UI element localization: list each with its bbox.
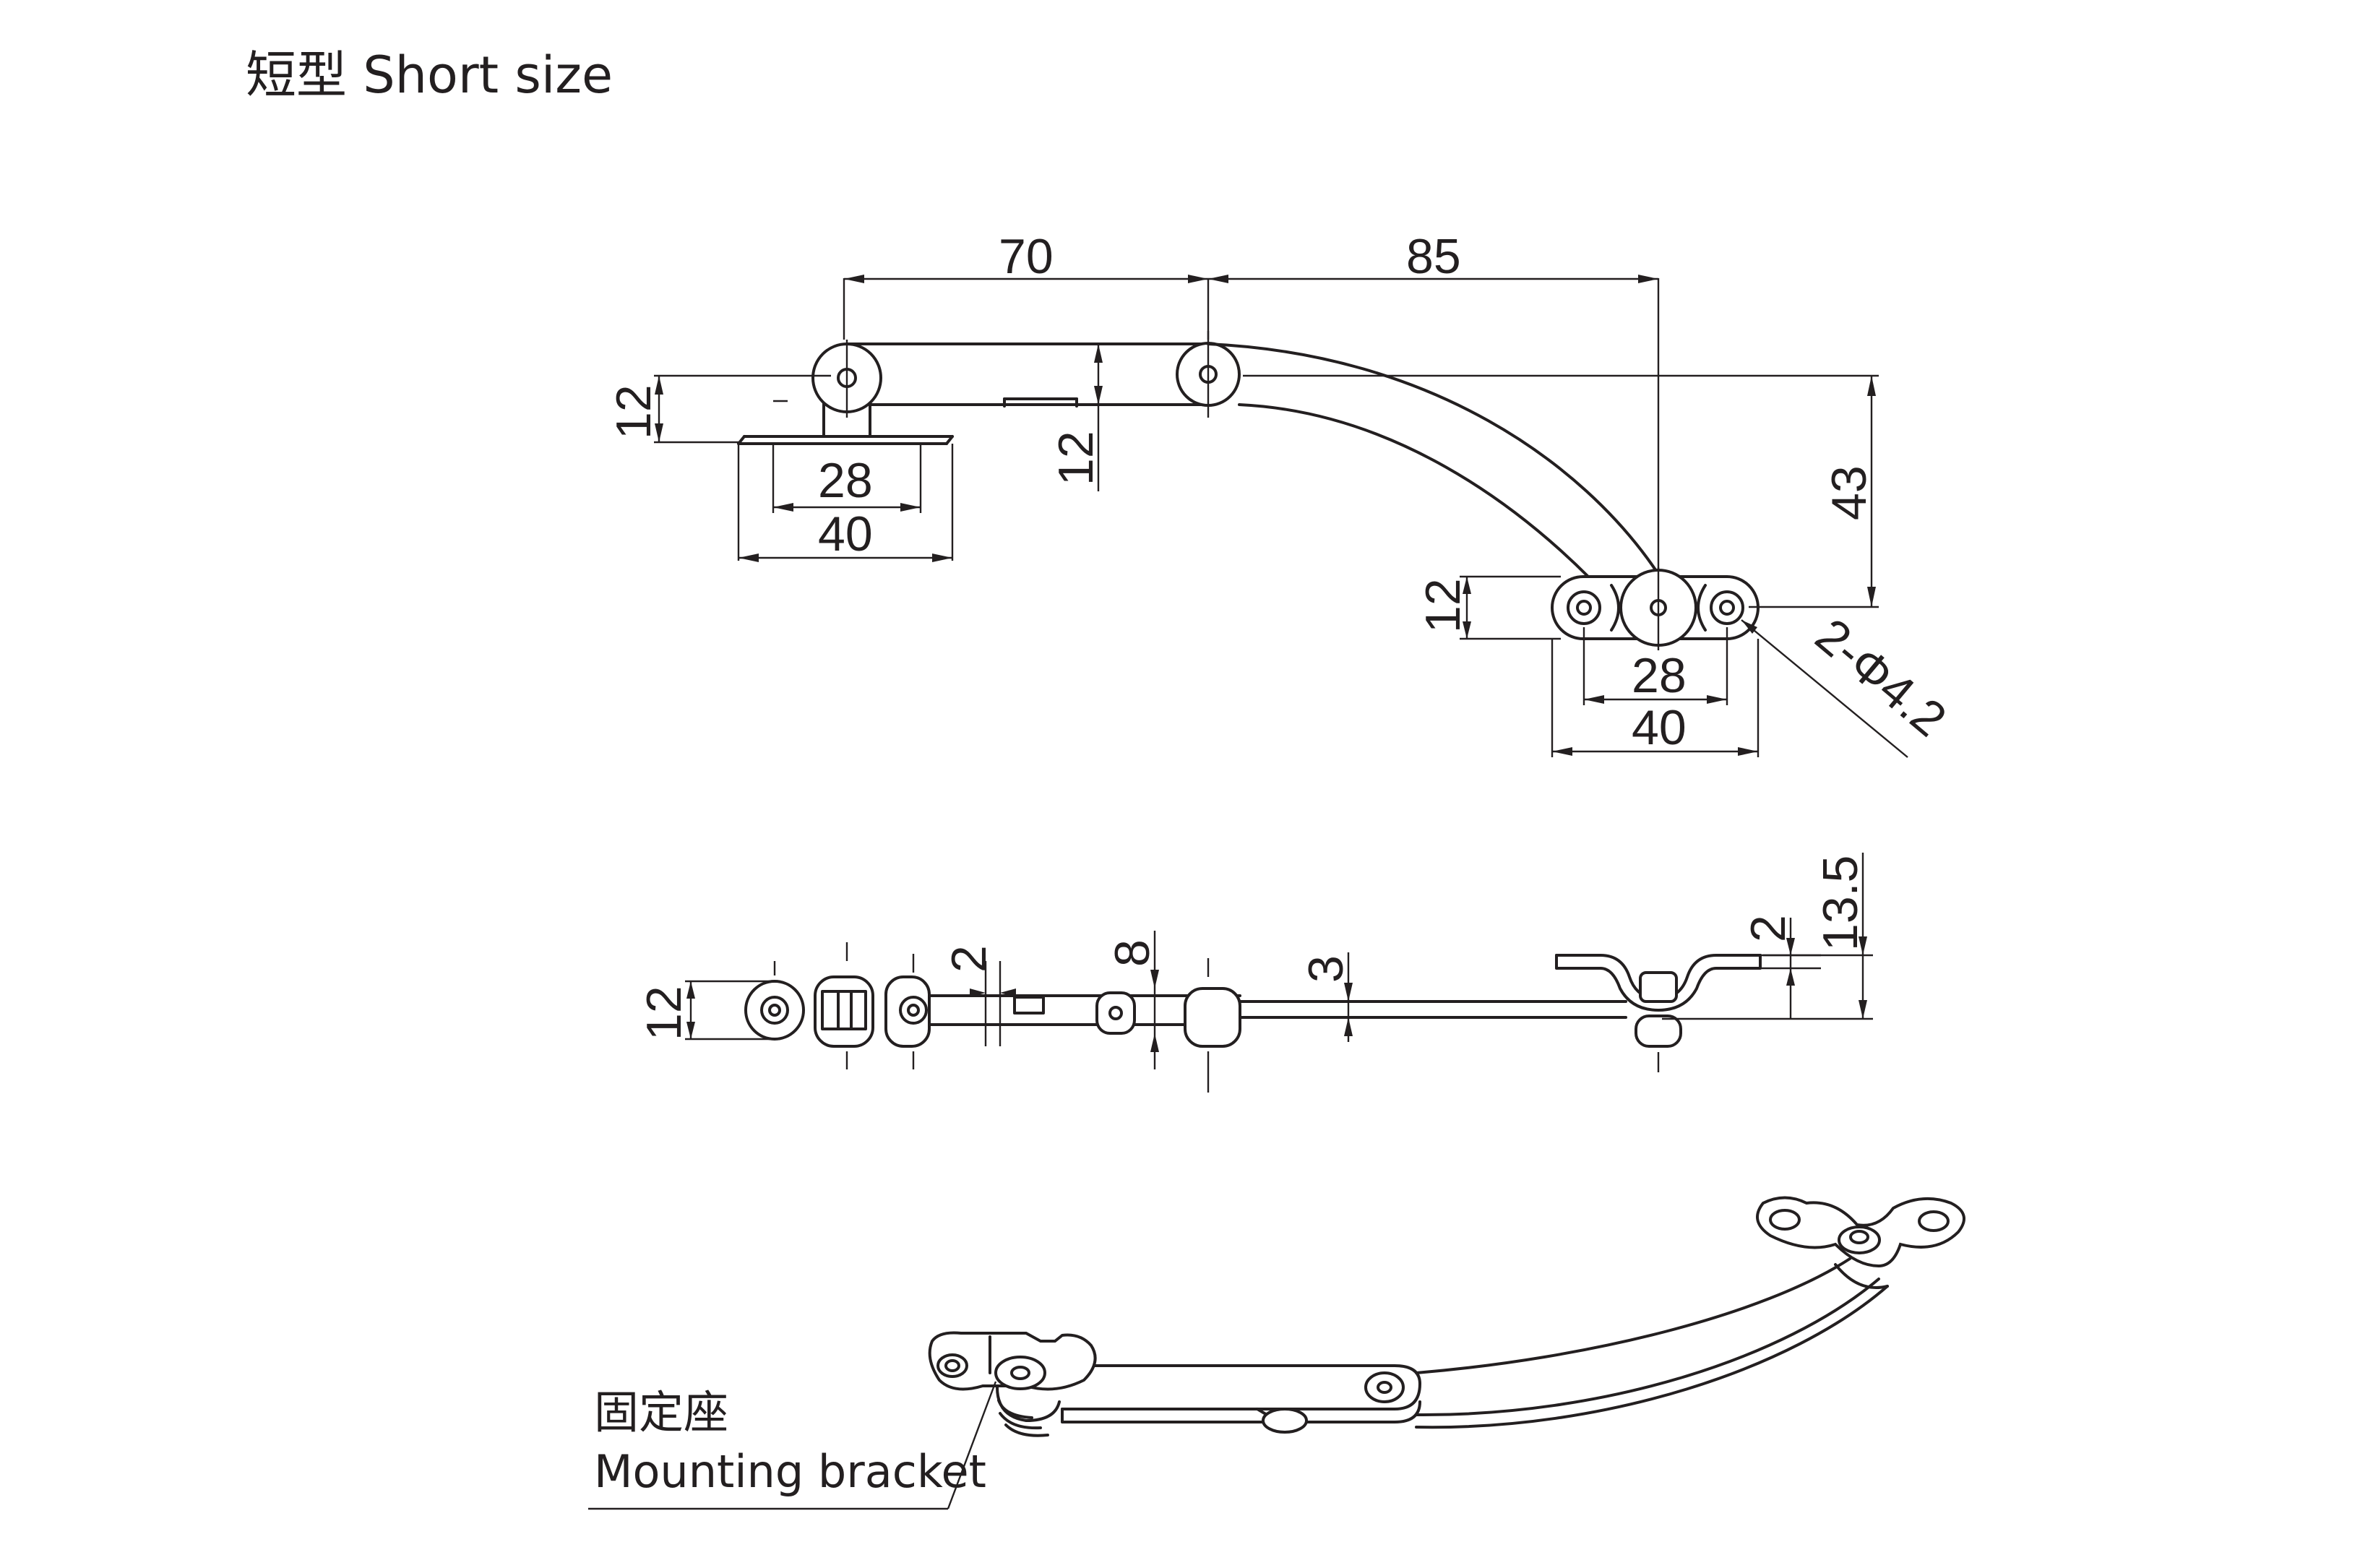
side-dim-2-right: 2 xyxy=(1741,915,1821,1019)
side-dim-8: 8 xyxy=(1105,931,1160,1069)
side-dim-3: 3 xyxy=(1299,952,1353,1042)
side-view: 12 2 8 3 2 xyxy=(637,853,1873,1093)
dim-28-left-label: 28 xyxy=(818,453,873,508)
drawing-title: 短型 Short size xyxy=(246,46,613,105)
hole-callout-label: 2-Φ4.2 xyxy=(1805,608,1956,747)
dim-85-label: 85 xyxy=(1406,229,1461,284)
iso-mounting-bracket xyxy=(928,1331,1097,1437)
left-bracket-side xyxy=(744,975,931,1048)
side-dim-2-left: 2 xyxy=(942,945,1016,1046)
side-dim-12: 12 xyxy=(637,980,780,1041)
curved-stay-arm xyxy=(1207,343,1658,580)
callout-label-en: Mounting bracket xyxy=(594,1445,986,1498)
dim-40-right: 40 xyxy=(1551,639,1760,757)
iso-wing-base xyxy=(1756,1196,1965,1289)
dim-12-left-label: 12 xyxy=(606,384,661,439)
flat-link-side xyxy=(928,987,1241,1048)
side-dim-2-left-label: 2 xyxy=(942,945,996,973)
mounting-bracket-callout: 固定座 Mounting bracket xyxy=(588,1381,997,1510)
dim-12-right-label: 12 xyxy=(1416,578,1470,633)
dim-40-right-label: 40 xyxy=(1632,700,1687,755)
stay-arm-side xyxy=(1239,1000,1627,1019)
side-dim-3-label: 3 xyxy=(1299,955,1353,983)
dim-70: 70 xyxy=(843,229,1210,340)
dim-85: 85 xyxy=(1208,229,1660,571)
right-base-side xyxy=(1555,954,1762,1048)
top-view: 70 85 12 12 xyxy=(606,229,1957,758)
side-dim-2-right-label: 2 xyxy=(1741,915,1796,942)
side-dim-13-5: 13.5 xyxy=(1662,853,1873,1020)
dim-70-label: 70 xyxy=(999,229,1054,284)
side-dim-13-5-label: 13.5 xyxy=(1813,856,1868,951)
side-dim-12-label: 12 xyxy=(637,986,692,1041)
dim-40-left-label: 40 xyxy=(818,507,873,561)
arm-link-plan xyxy=(845,342,1241,408)
dim-43-label: 43 xyxy=(1822,465,1877,520)
dim-28-left: 28 xyxy=(772,444,922,513)
dim-43: 43 xyxy=(1243,374,1879,608)
dim-12-right: 12 xyxy=(1416,575,1561,640)
dim-28-right-label: 28 xyxy=(1632,648,1687,703)
isometric-view xyxy=(928,1196,1965,1437)
dim-28-right: 28 xyxy=(1582,627,1728,705)
iso-curved-arm xyxy=(1415,1257,1889,1429)
hole-callout: 2-Φ4.2 xyxy=(1741,608,1957,758)
callout-label-cn: 固定座 xyxy=(594,1386,728,1439)
side-dim-8-label: 8 xyxy=(1105,939,1160,967)
dim-12-left: 12 xyxy=(606,374,831,444)
dim-12-mid: 12 xyxy=(1048,344,1103,491)
iso-flat-link xyxy=(1032,1364,1421,1434)
left-bracket-plan xyxy=(737,343,954,445)
dim-40-left: 40 xyxy=(737,444,954,562)
dim-12-mid-label: 12 xyxy=(1048,431,1103,486)
